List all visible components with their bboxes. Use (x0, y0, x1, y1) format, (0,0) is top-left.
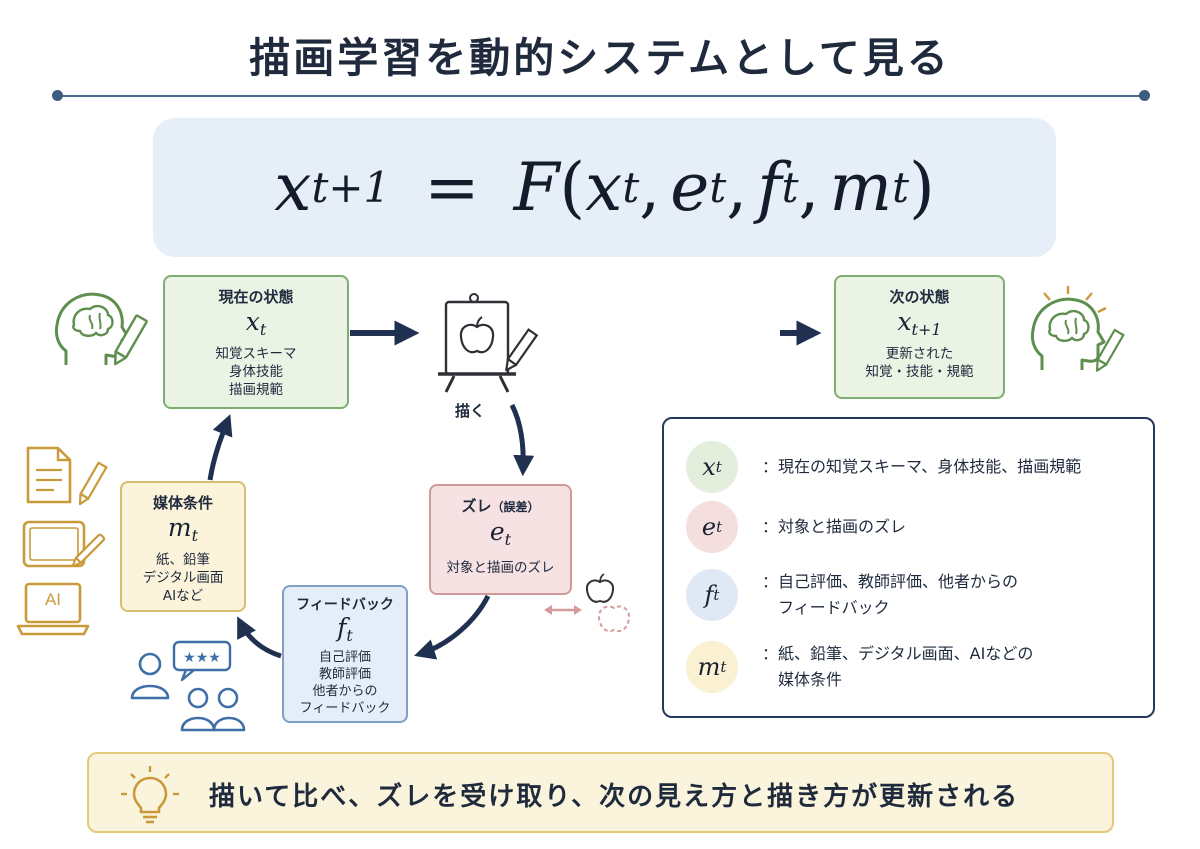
node-feedback-title: フィードバック (296, 597, 394, 613)
node-next-var: xt+1 (897, 307, 942, 339)
node-media-line: デジタル画面 (142, 570, 224, 586)
formula-arg-m: m (829, 149, 893, 226)
svg-text:★★★: ★★★ (183, 650, 221, 666)
node-next-state: 次の状態 xt+1 更新された 知覚・技能・規範 (834, 275, 1005, 399)
node-next-title: 次の状態 (889, 288, 950, 306)
formula-comma: , (639, 149, 661, 226)
document-pencil-icon (26, 446, 108, 506)
formula-arg-x: x (585, 149, 623, 226)
node-media-line: AIなど (162, 588, 204, 604)
node-error-var: et (489, 517, 512, 549)
formula-close-paren: ) (908, 149, 935, 226)
node-media-title: 媒体条件 (152, 494, 213, 512)
summary-banner: 描いて比べ、ズレを受け取り、次の見え方と描き方が更新される (87, 752, 1114, 833)
ai-icon-label: AI (44, 590, 62, 609)
head-brain-pencil-icon (54, 292, 148, 366)
apple-compare-icon (544, 573, 631, 633)
node-feedback-line: フィードバック (299, 701, 391, 716)
formula-function: F (513, 149, 560, 226)
node-feedback-var: ft (337, 613, 353, 646)
page-title: 描画学習を動的システムとして見る (249, 34, 951, 82)
formula-arg-e: e (670, 149, 710, 226)
formula-arg-m-sub: t (892, 163, 909, 212)
title-divider (57, 95, 1144, 97)
legend-text-m: ：紙、鉛筆、デジタル画面、AIなどの 媒体条件 (762, 644, 1034, 689)
node-media-line: 紙、鉛筆 (156, 552, 210, 568)
node-current-line: 知覚スキーマ (215, 346, 297, 362)
formula-lhs-var: x (274, 149, 312, 226)
formula-arg-f: f (757, 149, 782, 226)
node-error-line: 対象と描画のズレ (446, 560, 555, 576)
node-media: 媒体条件 mt 紙、鉛筆 デジタル画面 AIなど (120, 481, 246, 612)
tablet-stylus-icon (22, 520, 106, 568)
laptop-frame (16, 582, 90, 636)
node-feedback-line: 教師評価 (318, 667, 371, 682)
lightbulb-icon (121, 766, 179, 824)
node-current-line: 描画規範 (229, 382, 283, 398)
node-current-var: xt (245, 307, 267, 339)
node-feedback-line: 他者からの (312, 684, 378, 699)
node-current-title: 現在の状態 (218, 288, 294, 306)
formula-comma: , (798, 149, 820, 226)
arrow-media-to-current (207, 414, 233, 481)
draw-label: 描く (454, 402, 485, 420)
node-next-line: 知覚・技能・規範 (865, 364, 974, 380)
formula-open-paren: ( (559, 149, 586, 226)
head-brain-lightbulb-icon (1030, 286, 1125, 372)
node-current-state: 現在の状態 xt 知覚スキーマ 身体技能 描画規範 (163, 275, 349, 409)
arrow-feedback-to-media (237, 616, 282, 659)
node-current-line: 身体技能 (229, 364, 283, 380)
formula-comma: , (726, 149, 748, 226)
node-feedback: フィードバック ft 自己評価 教師評価 他者からの フィードバック (282, 585, 408, 723)
node-media-var: mt (167, 513, 199, 545)
node-error: ズレ（誤差） et 対象と描画のズレ (429, 484, 572, 595)
summary-text: 描いて比べ、ズレを受け取り、次の見え方と描き方が更新される (209, 782, 1020, 812)
formula-arg-f-sub: t (781, 163, 799, 212)
legend-text-f: ：自己評価、教師評価、他者からの フィードバック (762, 572, 1019, 617)
divider-dot-left (52, 90, 63, 101)
formula-lhs-sub: t+1 (311, 163, 391, 212)
divider-dot-right (1139, 90, 1150, 101)
people-rating-icon: ★★★ (130, 640, 246, 732)
node-feedback-line: 自己評価 (318, 650, 371, 665)
formula-arg-e-sub: t (709, 163, 727, 212)
easel-apple-icon (438, 293, 539, 393)
arrow-error-to-feedback (414, 594, 491, 660)
legend-text-x: ：現在の知覚スキーマ、身体技能、描画規範 (762, 457, 1082, 476)
legend-text-e: ：対象と描画のズレ (762, 517, 907, 536)
node-error-title: ズレ（誤差） (461, 497, 540, 515)
arrow-draw-to-error (509, 403, 535, 477)
node-next-line: 更新された (885, 346, 954, 362)
formula-equals: = (424, 149, 480, 226)
formula-arg-x-sub: t (622, 163, 640, 212)
